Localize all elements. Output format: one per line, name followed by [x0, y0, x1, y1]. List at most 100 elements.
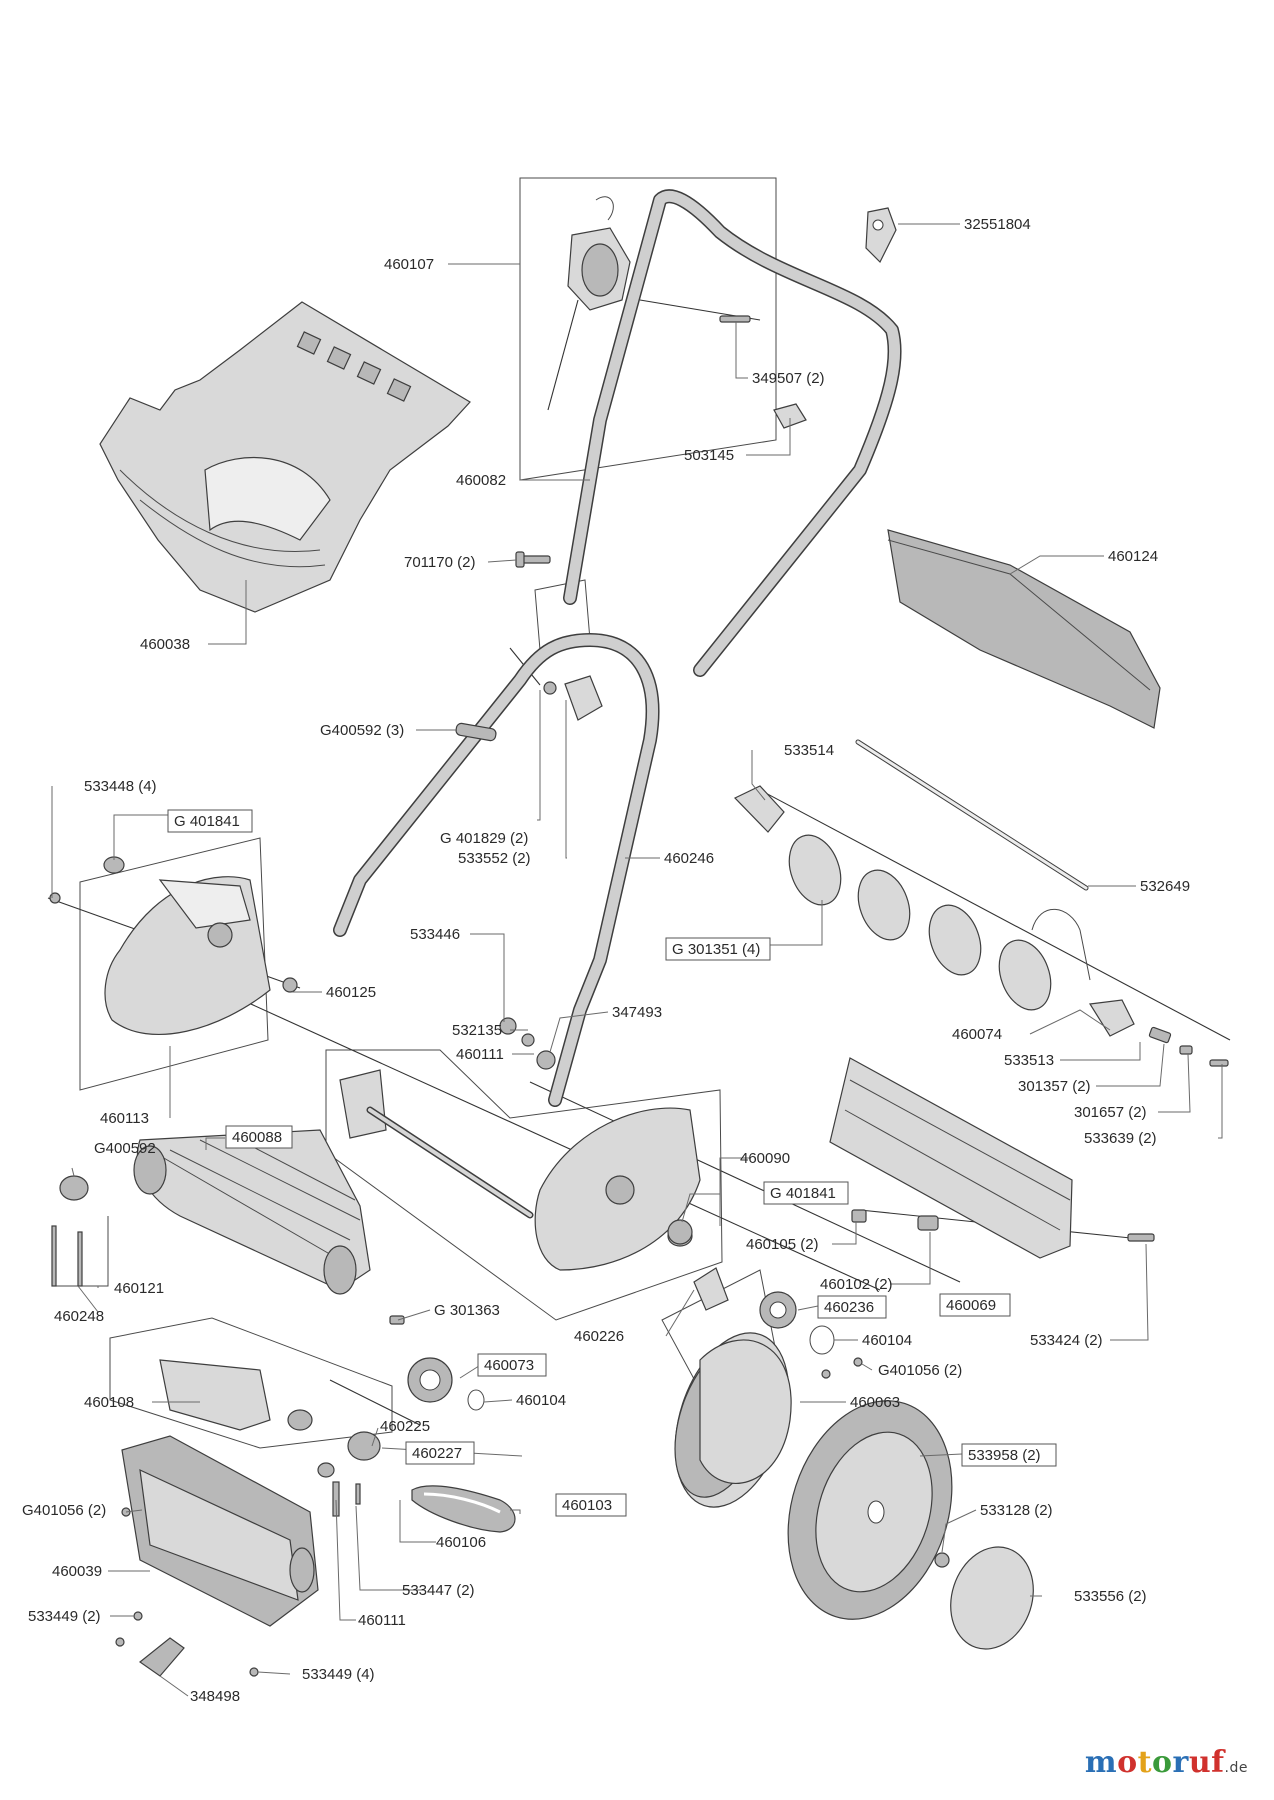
motor-cover-460039	[121, 1435, 319, 1627]
box-460227	[405, 1441, 475, 1465]
screw-349507	[719, 315, 751, 323]
label-460121: 460121	[114, 1280, 164, 1297]
wheel-cover-460063	[674, 1332, 792, 1508]
label-G400592: G400592	[94, 1140, 156, 1157]
bolt-701170	[515, 551, 551, 568]
bracket-G401829	[543, 675, 603, 721]
label-460105: 460105 (2)	[746, 1236, 819, 1253]
label-G401056-a: G401056 (2)	[878, 1362, 962, 1379]
label-533449-b: 533449 (4)	[302, 1666, 375, 1683]
switch-box-460107	[547, 196, 631, 411]
leader-lines	[51, 223, 1223, 1697]
label-460038: 460038	[140, 636, 190, 653]
label-460104-b: 460104	[516, 1392, 566, 1409]
label-460104-a: 460104	[862, 1332, 912, 1349]
height-knob-347493	[499, 1017, 556, 1070]
box-G401841-a	[167, 809, 253, 833]
label-533447: 533447 (2)	[402, 1582, 475, 1599]
belt-460103	[411, 1485, 516, 1533]
cutting-cylinder-460088	[51, 1129, 371, 1295]
label-533448: 533448 (4)	[84, 778, 157, 795]
label-533639: 533639 (2)	[1084, 1130, 1157, 1147]
label-460090: 460090	[740, 1150, 790, 1167]
label-533958: 533958 (2)	[968, 1447, 1041, 1464]
box-460103	[555, 1493, 627, 1517]
label-701170: 701170 (2)	[404, 554, 475, 571]
grass-catcher-460038	[99, 301, 471, 613]
label-32551804: 32551804	[964, 216, 1031, 233]
side-plate-left-460113	[49, 856, 298, 1035]
rod-532649	[855, 739, 1089, 891]
label-533128: 533128 (2)	[980, 1502, 1053, 1519]
lower-handle-460246	[333, 633, 660, 1107]
label-533556: 533556 (2)	[1074, 1588, 1147, 1605]
label-460102: 460102 (2)	[820, 1276, 893, 1293]
label-460246: 460246	[664, 850, 714, 867]
label-G401841-a: G 401841	[174, 813, 240, 830]
label-460107: 460107	[384, 256, 434, 273]
label-301357: 301357 (2)	[1018, 1078, 1091, 1095]
label-460236: 460236	[824, 1299, 874, 1316]
label-347493: 347493	[612, 1004, 662, 1021]
box-460069	[939, 1293, 1011, 1317]
label-533424: 533424 (2)	[1030, 1332, 1103, 1349]
label-460124: 460124	[1108, 548, 1158, 565]
label-G301363: G 301363	[434, 1302, 500, 1319]
label-G401829: G 401829 (2)	[440, 830, 528, 847]
label-G401841-b: G 401841	[770, 1185, 836, 1202]
label-460108: 460108	[84, 1394, 134, 1411]
springs-301357-301657	[1148, 1026, 1229, 1067]
motoruf-watermark: motoruf.de	[1084, 1745, 1248, 1780]
label-533446: 533446	[410, 926, 460, 943]
label-532649: 532649	[1140, 878, 1190, 895]
bearing-and-gear-parts	[389, 1219, 863, 1411]
label-460125: 460125	[326, 984, 376, 1001]
label-460073: 460073	[484, 1357, 534, 1374]
label-533449-a: 533449 (2)	[28, 1608, 101, 1625]
label-G301351: G 301351 (4)	[672, 941, 760, 958]
label-533513: 533513	[1004, 1052, 1054, 1069]
box-533958	[961, 1443, 1057, 1467]
label-533514: 533514	[784, 742, 834, 759]
label-460111-a: 460111	[456, 1046, 504, 1063]
hub-cap-533556	[950, 1546, 1034, 1650]
box-G301351	[665, 937, 771, 961]
box-G401841-b	[763, 1181, 849, 1205]
box-460088	[225, 1125, 293, 1149]
label-301657: 301657 (2)	[1074, 1104, 1147, 1121]
part-labels: 32551804 460107 349507 (2) 503145 460082…	[22, 216, 1190, 1705]
label-532135: 532135	[452, 1022, 502, 1039]
label-460074: 460074	[952, 1026, 1002, 1043]
label-460113: 460113	[100, 1110, 149, 1127]
blade-bar-460069	[829, 1057, 1155, 1259]
label-460106: 460106	[436, 1534, 486, 1551]
wheel-533958	[787, 1400, 953, 1620]
label-460063: 460063	[850, 1394, 900, 1411]
label-503145: 503145	[684, 447, 734, 464]
label-460111-b: 460111	[358, 1612, 406, 1629]
label-460069: 460069	[946, 1297, 996, 1314]
label-349507: 349507 (2)	[752, 370, 825, 387]
upper-handle-460082	[563, 189, 902, 677]
knob-G400592	[455, 722, 497, 742]
label-460103: 460103	[562, 1497, 612, 1514]
clip-32551804	[865, 207, 897, 264]
label-G400592-3: G400592 (3)	[320, 722, 404, 739]
label-460225: 460225	[380, 1418, 430, 1435]
label-G401056-b: G401056 (2)	[22, 1502, 106, 1519]
label-460039: 460039	[52, 1563, 102, 1580]
roller-brush-G301351	[733, 785, 1135, 1037]
box-460073	[477, 1353, 547, 1377]
label-460082: 460082	[456, 472, 506, 489]
label-460088: 460088	[232, 1129, 282, 1146]
side-plate-right-460090	[339, 1069, 701, 1271]
label-460248: 460248	[54, 1308, 104, 1325]
box-460236	[817, 1295, 887, 1319]
label-460226: 460226	[574, 1328, 624, 1345]
cap-503145	[773, 403, 807, 429]
label-348498: 348498	[190, 1688, 240, 1705]
label-533552: 533552 (2)	[458, 850, 531, 867]
label-460227: 460227	[412, 1445, 462, 1462]
clamp-348498	[115, 1611, 259, 1677]
